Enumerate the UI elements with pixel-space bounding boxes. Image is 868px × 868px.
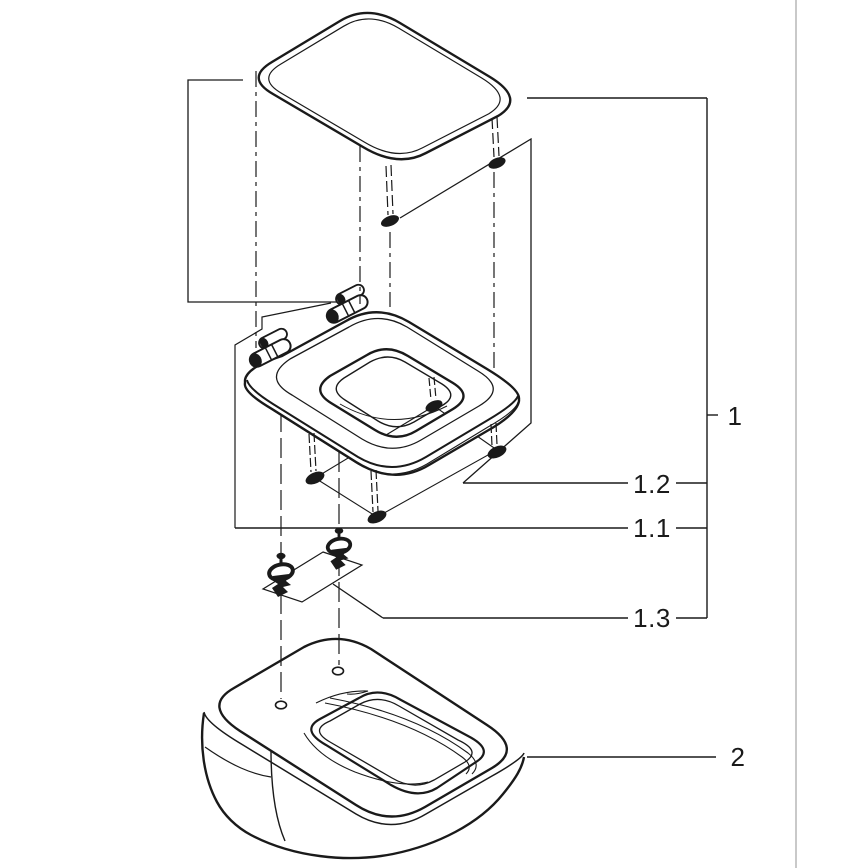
callout-leader-fixings bbox=[332, 583, 384, 619]
hinge-axis-centerlines bbox=[255, 71, 495, 368]
seat-hinge-left bbox=[248, 327, 292, 368]
lid-bumper-right bbox=[488, 157, 506, 169]
mounting-hole-right bbox=[331, 666, 345, 676]
fixing-right bbox=[325, 527, 353, 570]
lid-bumper-left bbox=[380, 215, 400, 227]
seat-bumper-front bbox=[367, 510, 387, 524]
mounting-block-edge bbox=[270, 749, 286, 842]
fixing-left bbox=[267, 552, 295, 597]
callout-label-bowl: 2 bbox=[730, 742, 746, 772]
callout-box-left bbox=[187, 79, 360, 303]
toilet-bowl bbox=[200, 637, 526, 860]
bowl-rim-deck bbox=[218, 637, 509, 818]
seat-bumper-right bbox=[487, 445, 507, 459]
callout-label-assembly: 1 bbox=[727, 401, 743, 431]
rim-side-edge bbox=[203, 711, 525, 826]
toilet-lid bbox=[257, 11, 512, 227]
seat-hinge-right bbox=[325, 283, 369, 324]
callout-lines bbox=[235, 97, 718, 758]
bowl-mounting-holes bbox=[274, 666, 345, 710]
callout-label-seat-ring: 1.1 bbox=[633, 513, 671, 543]
mounting-plate-outline bbox=[234, 302, 332, 528]
mounting-hole-left bbox=[274, 700, 288, 710]
fixing-set bbox=[261, 527, 384, 619]
panel-divider bbox=[795, 0, 797, 868]
callout-label-fixing-set: 1.3 bbox=[633, 603, 671, 633]
callout-label-lid: 1.2 bbox=[633, 469, 671, 499]
seat-bumper-inner bbox=[425, 400, 443, 412]
toilet-seat-ring bbox=[243, 283, 521, 524]
seat-bumper-left bbox=[305, 471, 325, 485]
